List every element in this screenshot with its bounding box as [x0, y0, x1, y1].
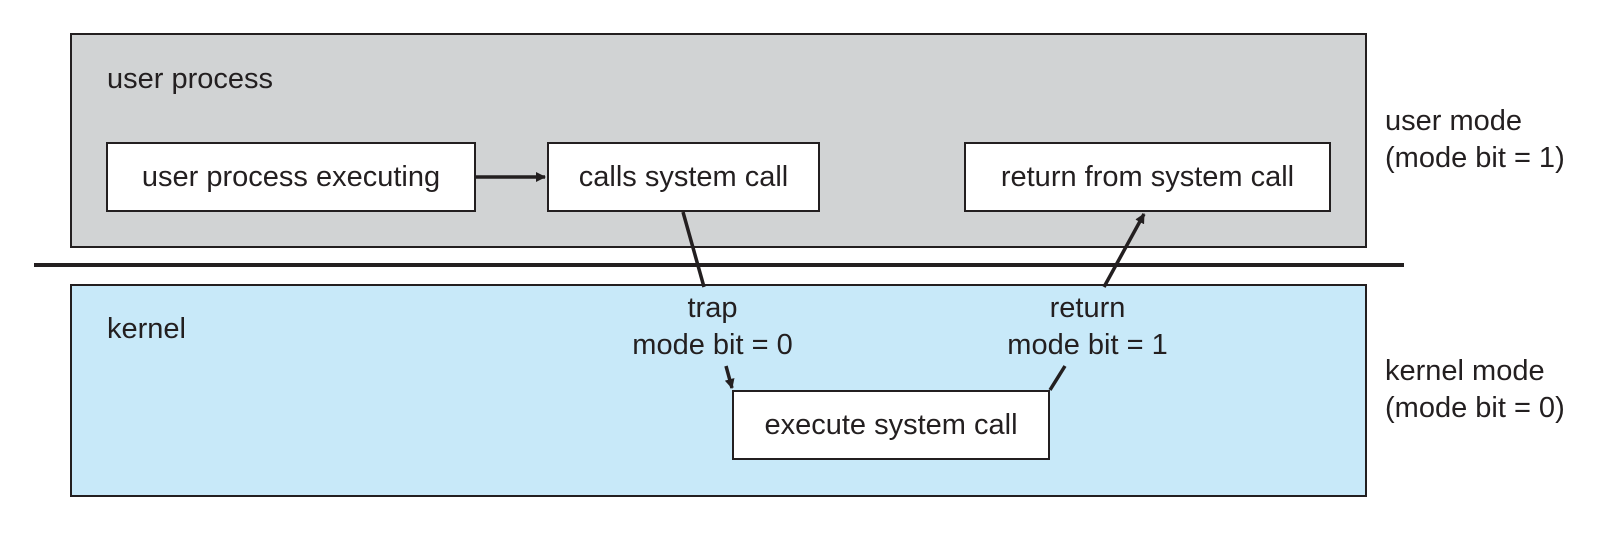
- calls-system-call-box: calls system call: [547, 142, 820, 212]
- user-process-label: user process: [107, 63, 274, 95]
- user-process-region: [70, 33, 1367, 248]
- kernel-mode-line2: (mode bit = 0): [1385, 392, 1565, 424]
- trap-line: [681, 211, 706, 288]
- return-line: [1048, 365, 1067, 391]
- trap-label-line1: trap: [687, 292, 738, 324]
- return-label-line2: mode bit = 1: [1007, 329, 1168, 361]
- kernel-region: [70, 284, 1367, 497]
- calls-system-call-text: calls system call: [578, 160, 789, 193]
- kernel-label: kernel: [107, 313, 186, 345]
- kernel-mode-line1: kernel mode: [1385, 355, 1545, 387]
- user-mode-label: user mode (mode bit = 1): [1385, 103, 1565, 177]
- user-process-executing-box: user process executing: [106, 142, 476, 212]
- mode-divider-line: [34, 263, 1404, 267]
- return-label-line1: return: [1049, 292, 1126, 324]
- user-process-executing-text: user process executing: [141, 160, 441, 193]
- execute-system-call-text: execute system call: [764, 408, 1018, 441]
- kernel-mode-label: kernel mode (mode bit = 0): [1385, 353, 1565, 427]
- return-from-system-call-text: return from system call: [1000, 160, 1295, 193]
- trap-arrow: [724, 365, 735, 389]
- user-mode-line1: user mode: [1385, 105, 1523, 137]
- return-from-system-call-box: return from system call: [964, 142, 1331, 212]
- return-arrow: [1102, 213, 1146, 288]
- trap-transition-label: trap mode bit = 0: [610, 290, 815, 364]
- execute-system-call-box: execute system call: [732, 390, 1050, 460]
- user-mode-line2: (mode bit = 1): [1385, 142, 1565, 174]
- trap-label-line2: mode bit = 0: [632, 329, 793, 361]
- return-transition-label: return mode bit = 1: [990, 290, 1185, 364]
